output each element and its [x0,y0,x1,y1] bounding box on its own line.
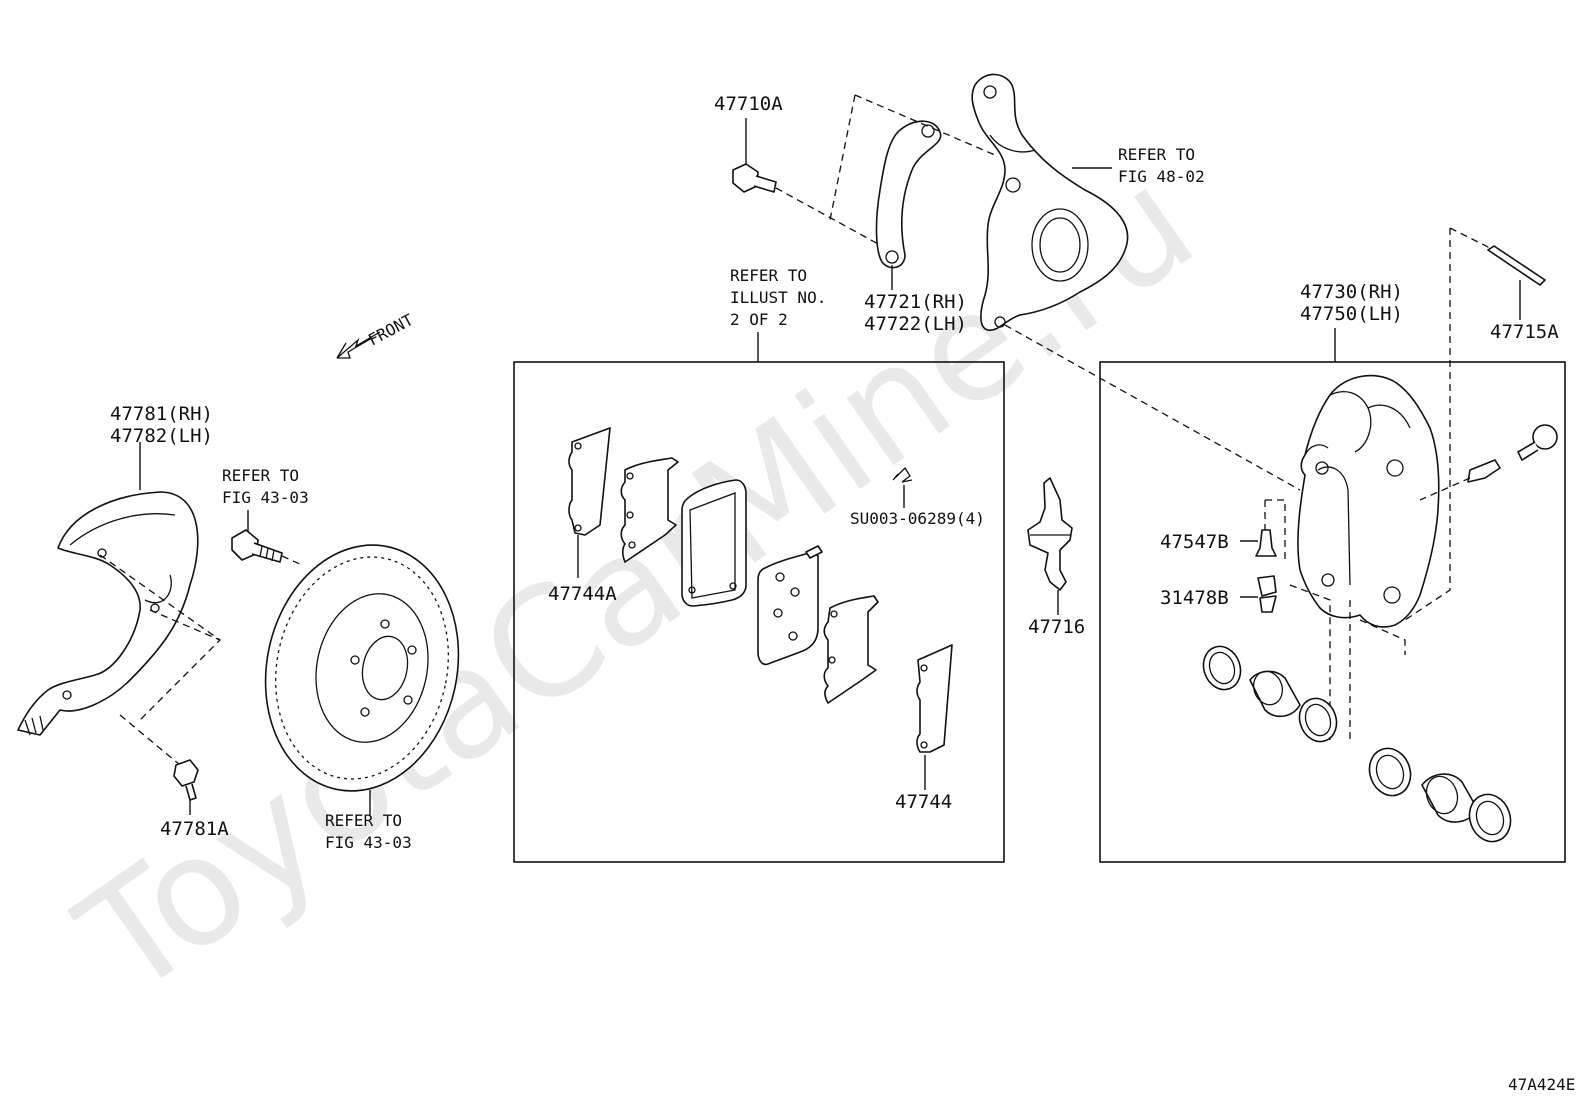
front-arrow-icon [336,331,381,359]
label-47782: 47782(LH) [110,425,213,447]
label-47750: 47750(LH) [1300,303,1403,325]
label-disc-ref-1: REFER TO [325,811,402,830]
label-47781A: 47781A [160,818,229,840]
label-47547B: 47547B [1160,531,1229,553]
shim-47744 [916,644,953,753]
dust-cover [17,491,199,736]
caliper-box [1099,361,1566,863]
bleeder-plug [1255,529,1277,557]
piston-1 [1249,670,1301,718]
brake-caliper [1297,374,1440,628]
hub-bolt [231,529,283,563]
label-disc-ref-2: FIG 43-03 [325,833,412,852]
steering-knuckle [971,73,1129,331]
bolt-47710A [732,163,777,193]
label-47715A: 47715A [1490,321,1559,343]
label-SU003: SU003-06289(4) [850,509,985,528]
label-47721: 47721(RH) [864,291,967,313]
caliper-bracket [875,120,942,269]
label-knuckle-ref-1: REFER TO [1118,145,1195,164]
brake-pad-2 [757,545,823,666]
label-47716: 47716 [1028,616,1085,638]
brake-pad-1 [681,479,747,607]
piston-seal-3 [1368,747,1412,797]
figure-code: 47A424E [1508,1075,1575,1094]
caliper-mount-bolt [1467,424,1558,483]
label-illust-ref-2: ILLUST NO. [730,288,826,307]
label-bolt-ref-2: FIG 43-03 [222,488,309,507]
brake-disc [264,544,460,792]
front-label: FRONT [365,310,417,350]
label-47722: 47722(LH) [864,313,967,335]
piston-seal-2 [1298,697,1338,743]
label-47744A: 47744A [548,583,617,605]
pad-clip [892,466,913,483]
bolt-47781A [173,759,199,801]
label-47744: 47744 [895,791,952,813]
piston-seal-4 [1468,793,1512,843]
piston-seal-1 [1202,645,1242,691]
label-illust-ref-3: 2 OF 2 [730,310,788,329]
pad-support-spring [1027,477,1073,591]
label-31478B: 31478B [1160,587,1229,609]
label-bolt-ref-1: REFER TO [222,466,299,485]
caliper-pin [1487,245,1546,286]
label-47730: 47730(RH) [1300,281,1403,303]
label-knuckle-ref-2: FIG 48-02 [1118,167,1205,186]
label-47781: 47781(RH) [110,403,213,425]
bleeder-cap [1257,575,1277,613]
shim-47744A [568,427,611,536]
anti-squeal-shim-1 [620,457,679,563]
label-illust-ref-1: REFER TO [730,266,807,285]
label-47710A: 47710A [714,93,783,115]
anti-squeal-shim-2 [823,595,879,704]
pad-kit-box [513,361,1005,863]
